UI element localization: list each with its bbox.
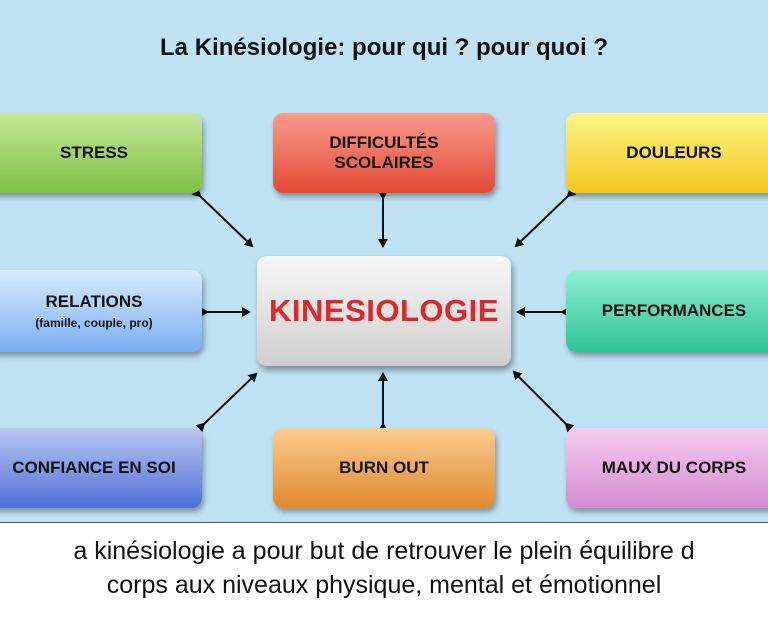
caption-line-1: a kinésiologie a pour but de retrouver l… bbox=[73, 537, 695, 565]
box-stress: STRESS bbox=[0, 113, 202, 193]
box-douleurs-label: DOULEURS bbox=[626, 142, 722, 162]
box-relations-sublabel: (famille, couple, pro) bbox=[35, 315, 153, 330]
box-burn-out: BURN OUT bbox=[273, 428, 495, 508]
arrow-confiance bbox=[195, 372, 258, 433]
center-node-kinesiologie: KINESIOLOGIE bbox=[257, 256, 511, 366]
box-burnout-label: BURN OUT bbox=[339, 457, 429, 477]
box-maux-label: MAUX DU CORPS bbox=[601, 457, 747, 477]
diagram-title: La Kinésiologie: pour qui ? pour quoi ? bbox=[160, 34, 608, 61]
box-confiance-en-soi: CONFIANCE EN SOI bbox=[0, 428, 202, 508]
arrow-stress bbox=[191, 187, 254, 248]
arrow-maux bbox=[512, 370, 575, 433]
box-confiance-label: CONFIANCE EN SOI bbox=[12, 457, 176, 477]
box-difficultes-label-1: DIFFICULTÉS bbox=[329, 132, 439, 152]
box-maux-du-corps: MAUX DU CORPS bbox=[566, 428, 768, 508]
box-performances-label: PERFORMANCES bbox=[601, 300, 747, 320]
box-performances: PERFORMANCES bbox=[566, 270, 768, 352]
box-difficultes-scolaires: DIFFICULTÉS SCOLAIRES bbox=[273, 113, 495, 193]
box-relations: RELATIONS (famille, couple, pro) bbox=[0, 270, 202, 352]
box-relations-label: RELATIONS bbox=[45, 292, 143, 312]
box-stress-label: STRESS bbox=[59, 142, 129, 162]
caption-panel: a kinésiologie a pour but de retrouver l… bbox=[0, 522, 768, 624]
center-label: KINESIOLOGIE bbox=[269, 293, 499, 328]
box-douleurs: DOULEURS bbox=[566, 113, 768, 193]
box-difficultes-label-2: SCOLAIRES bbox=[334, 153, 434, 172]
arrow-douleurs bbox=[514, 187, 577, 248]
caption-line-2: corps aux niveaux physique, mental et ém… bbox=[106, 571, 662, 599]
